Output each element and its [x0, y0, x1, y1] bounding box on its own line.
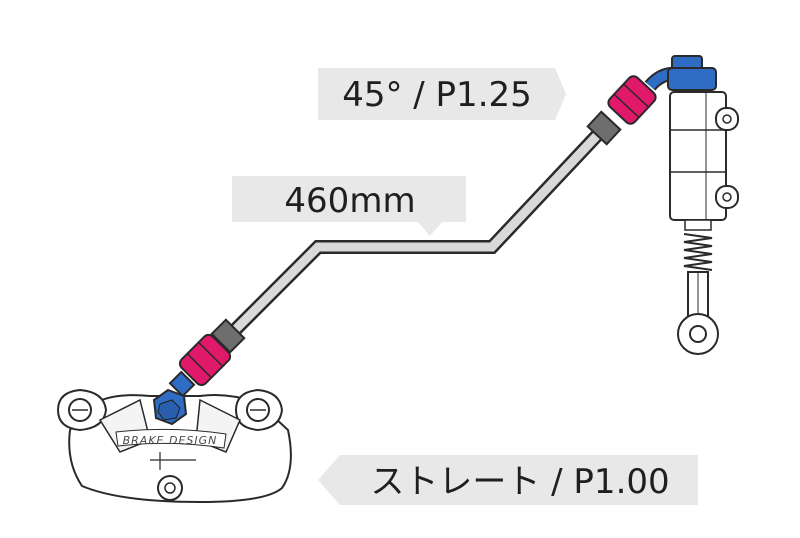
straight-fitting-label: ストレート / P1.00 — [370, 462, 669, 502]
hose-length-callout: 460mm — [232, 176, 466, 236]
angle-fitting-45 — [586, 55, 717, 146]
angle-fitting-label: 45° / P1.25 — [342, 75, 532, 115]
brake-hose — [208, 123, 610, 357]
straight-fitting-callout: ストレート / P1.00 — [318, 455, 698, 505]
caliper-banjo-bolt — [152, 388, 188, 426]
return-spring — [683, 219, 713, 271]
caliper-engraving: BRAKE DESIGN — [123, 434, 218, 447]
brake-caliper: BRAKE DESIGN — [56, 388, 292, 504]
angle-fitting-callout: 45° / P1.25 — [318, 68, 566, 120]
master-cylinder — [669, 91, 739, 355]
hose-length-label: 460mm — [284, 181, 415, 221]
straight-fitting — [168, 318, 246, 398]
